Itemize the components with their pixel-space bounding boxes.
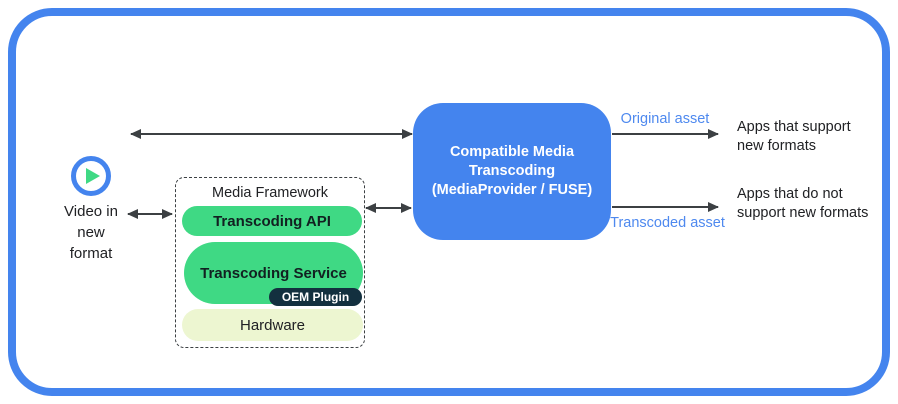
media-framework-box: Media Framework Transcoding API Transcod…: [175, 177, 365, 348]
arrow-transcoded-asset: [612, 202, 719, 212]
arrow-framework-to-transcoding: [365, 203, 412, 213]
hardware-pill: Hardware: [182, 309, 363, 341]
arrow-original-asset: [612, 129, 719, 139]
play-icon: [71, 156, 111, 196]
video-source-label: Video in new format: [64, 203, 118, 262]
apps-not-support-new-formats-label: Apps that do not support new formats: [737, 186, 869, 221]
play-triangle-icon: [86, 168, 100, 184]
apps-support-new-formats-label: Apps that support new formats: [737, 119, 851, 154]
outer-border: [8, 8, 890, 396]
transcoded-asset-label: Transcoded asset: [610, 215, 725, 231]
media-framework-title: Media Framework: [211, 185, 329, 201]
oem-plugin-pill: OEM Plugin: [269, 288, 362, 306]
arrow-video-to-transcoding: [130, 129, 413, 139]
transcoding-api-pill: Transcoding API: [182, 206, 362, 236]
compatible-media-transcoding-box: Compatible Media Transcoding (MediaProvi…: [413, 103, 611, 240]
original-asset-label: Original asset: [620, 111, 710, 127]
arrow-video-to-framework: [127, 209, 173, 219]
